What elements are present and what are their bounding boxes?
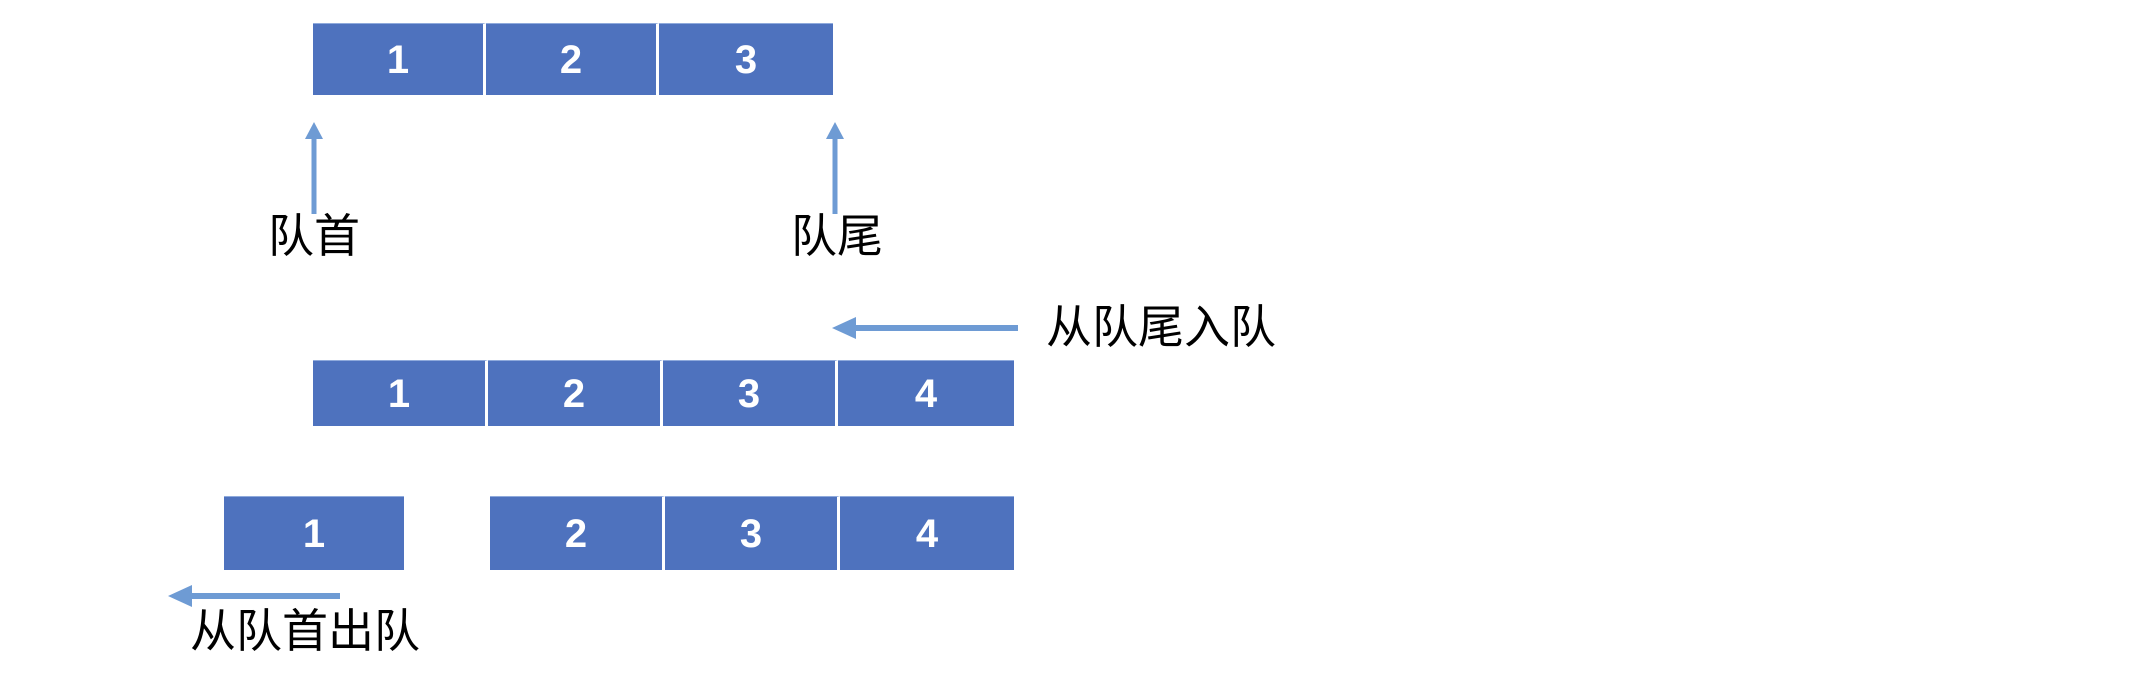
queue-row-after-enqueue: 1 2 3 4 — [313, 360, 1014, 426]
queue-cell: 1 — [313, 23, 486, 95]
queue-row-initial: 1 2 3 — [313, 23, 833, 95]
queue-cell: 3 — [663, 360, 838, 426]
tail-pointer-arrow — [826, 122, 844, 214]
enqueue-arrow — [832, 317, 1018, 339]
label-queue-head: 队首 — [268, 209, 360, 263]
label-queue-tail: 队尾 — [791, 209, 883, 263]
queue-cell: 2 — [490, 496, 665, 570]
queue-row-dequeued-cell: 1 — [224, 496, 404, 570]
queue-cell: 2 — [486, 23, 659, 95]
label-dequeue-from-head: 从队首出队 — [190, 604, 420, 658]
queue-cell: 2 — [488, 360, 663, 426]
queue-cell: 4 — [840, 496, 1014, 570]
queue-cell: 3 — [659, 23, 833, 95]
dequeue-arrow — [168, 585, 340, 607]
queue-cell: 3 — [665, 496, 840, 570]
label-enqueue-from-tail: 从队尾入队 — [1046, 300, 1276, 354]
queue-row-after-dequeue: 2 3 4 — [490, 496, 1014, 570]
queue-cell: 1 — [224, 496, 404, 570]
head-pointer-arrow — [305, 122, 323, 214]
queue-cell: 4 — [838, 360, 1014, 426]
queue-cell: 1 — [313, 360, 488, 426]
